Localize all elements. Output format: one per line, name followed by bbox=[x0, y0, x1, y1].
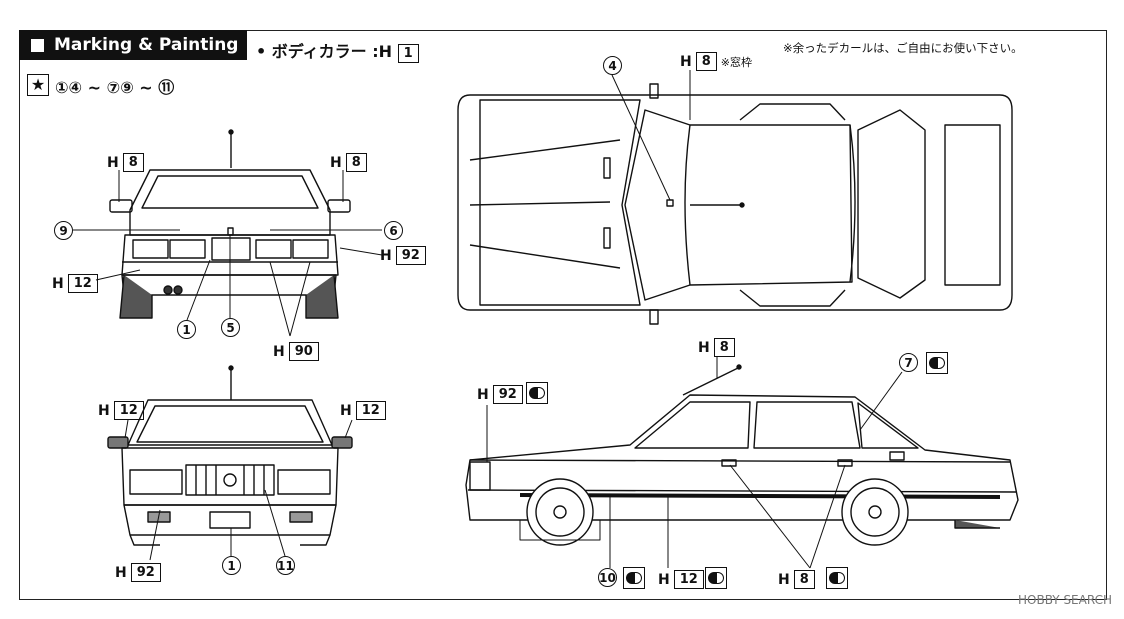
window-frame-note: ※窓枠 bbox=[720, 55, 752, 69]
star-icon: ★ bbox=[27, 74, 49, 96]
front-view-drawing bbox=[107, 365, 353, 546]
marker-1-front: 1 bbox=[222, 556, 241, 575]
side-view-drawing bbox=[465, 364, 1019, 546]
marker-10: 10 bbox=[598, 568, 617, 587]
hobby-search-watermark: HOBBY SEARCH bbox=[1018, 593, 1112, 607]
two-tone-chip-icon bbox=[826, 567, 848, 589]
marker-5: 5 bbox=[221, 318, 240, 337]
rear-view-drawing bbox=[109, 129, 351, 319]
leader-lines bbox=[73, 70, 903, 569]
body-color-number: 1 bbox=[397, 44, 419, 63]
two-tone-chip-icon bbox=[526, 382, 548, 404]
marker-4: 4 bbox=[603, 56, 622, 75]
decal-sequence: ①④ ~ ⑦⑨ ~ ⑪ bbox=[55, 78, 175, 97]
two-tone-chip-icon bbox=[623, 567, 645, 589]
marker-7: 7 bbox=[899, 353, 918, 372]
title-text: Marking & Painting bbox=[54, 35, 239, 55]
two-tone-chip-icon bbox=[926, 352, 948, 374]
top-view-drawing bbox=[457, 83, 1013, 325]
marking-painting-title: Marking & Painting bbox=[19, 30, 247, 60]
square-bullet-icon bbox=[31, 38, 44, 52]
two-tone-chip-icon bbox=[705, 567, 727, 589]
leftover-decal-note: ※余ったデカールは、ご自由にお使い下さい。 bbox=[783, 41, 1023, 55]
marker-6: 6 bbox=[384, 221, 403, 240]
marker-11: 11 bbox=[276, 556, 295, 575]
marker-1-rear: 1 bbox=[177, 320, 196, 339]
body-color-heading: • ボディカラー :H 1 bbox=[256, 38, 419, 63]
instruction-sheet-frame bbox=[19, 30, 1107, 600]
marker-9: 9 bbox=[54, 221, 73, 240]
